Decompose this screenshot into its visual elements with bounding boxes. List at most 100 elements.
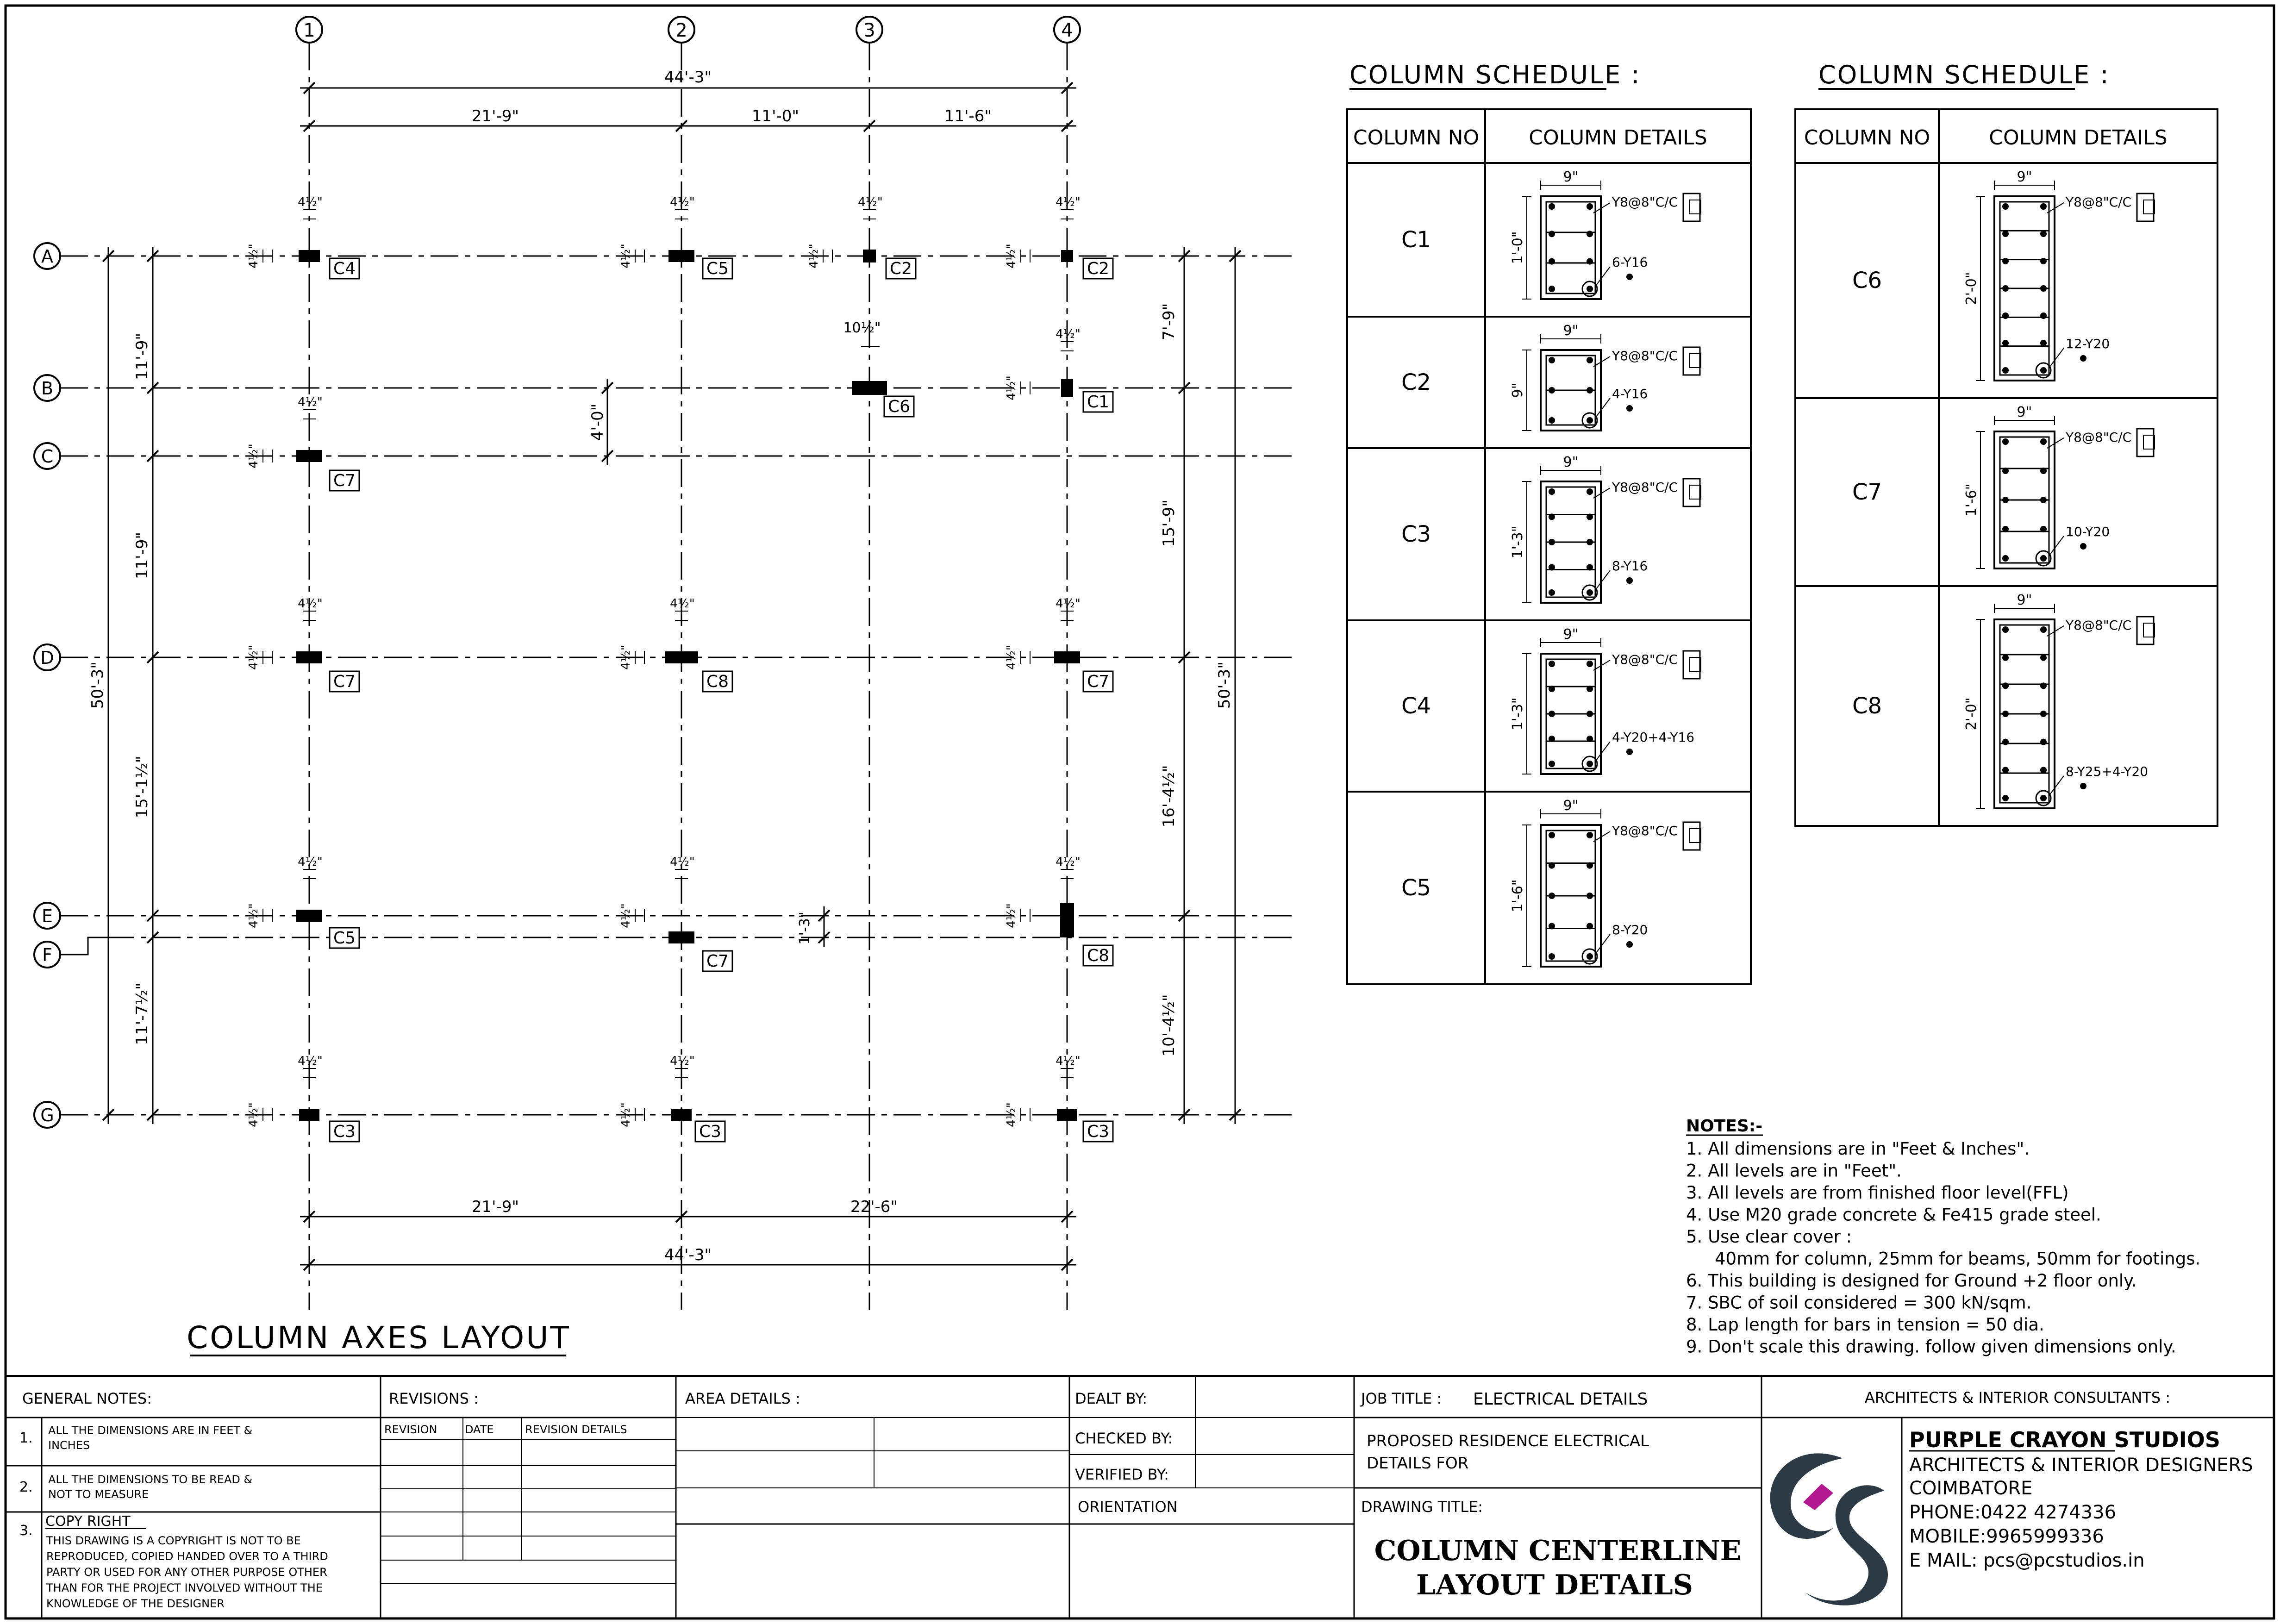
column-label-2: C5 <box>702 257 733 280</box>
column-label-13: C8 <box>1082 944 1114 967</box>
sched1-ties-c5: Y8@8"C/C <box>1612 823 1678 838</box>
tb-project-line1: PROPOSED RESIDENCE ELECTRICAL <box>1367 1432 1649 1450</box>
note-line-10: 9. Don't scale this drawing. follow give… <box>1686 1337 2176 1357</box>
column-label-text-8: C7 <box>333 672 356 691</box>
sched1-depth-c1: 1'-0" <box>1510 231 1526 264</box>
schedule-1-title: COLUMN SCHEDULE : <box>1349 60 1641 89</box>
tb-dealt-by: DEALT BY: <box>1075 1390 1147 1407</box>
sched1-width-c5: 9" <box>1563 798 1579 814</box>
sched1-col-no-c5: C5 <box>1401 875 1431 901</box>
sched2-row-c7: C79"1'-6"Y8@8"C/C10-Y20 <box>1852 404 2155 569</box>
column-label-text-13: C8 <box>1087 946 1109 965</box>
column-label-1: C4 <box>329 257 360 280</box>
column-label-text-7: C7 <box>333 471 356 490</box>
offset-dim-text-h-5: 4½" <box>1005 375 1018 400</box>
tb-project-line2: DETAILS FOR <box>1367 1454 1468 1473</box>
offset-dim-1: 4½"4½" <box>247 195 323 269</box>
column-mark-14 <box>299 1109 319 1121</box>
sched1-width-c4: 9" <box>1563 626 1579 643</box>
sched1-col-no-c3: C3 <box>1401 521 1431 547</box>
sched1-tie-shape-c4 <box>1682 650 1701 680</box>
offset-dim-13: 4½" 4½" <box>247 1054 323 1127</box>
svg-text:1: 1 <box>303 20 315 41</box>
firm-logo <box>1770 1453 1888 1605</box>
svg-text:F: F <box>42 945 52 965</box>
offset-dim-text-h-8: 4½" <box>619 645 633 670</box>
offset-dim-text-v-9: 4½" <box>1056 597 1081 611</box>
dim-right-eg: 10'-4½" <box>1160 994 1178 1056</box>
offset-dim-text-h-13: 4½" <box>247 1102 261 1127</box>
svg-text:G: G <box>40 1105 54 1125</box>
sched1-tie-shape-c2 <box>1682 346 1701 376</box>
tb-gn1-line2: INCHES <box>48 1439 90 1452</box>
dim-top-2-3: 11'-0" <box>752 107 799 125</box>
grid-bubble-row-f: F <box>33 937 106 968</box>
sched1-row-c2: C2 9"9"Y8@8"C/C4-Y16 <box>1401 323 1701 431</box>
grid-bubble-row-d: D <box>33 643 61 671</box>
column-label-text-4: C2 <box>1087 259 1109 278</box>
offset-dim-text-h-3: 4½" <box>807 244 821 269</box>
column-label-text-5: C6 <box>888 397 910 416</box>
sched1-bars-c2: 4-Y16 <box>1612 386 1648 401</box>
sched2-tie-shape-c8 <box>2136 616 2155 645</box>
column-label-text-1: C4 <box>333 259 356 278</box>
sched2-section-c6: 9"2'-0"Y8@8"C/C12-Y20 <box>1963 169 2155 381</box>
tb-verified-by: VERIFIED BY: <box>1075 1466 1169 1483</box>
column-label-text-15: C3 <box>699 1122 721 1141</box>
sched1-width-c3: 9" <box>1563 454 1579 470</box>
grid-bubble-col-2: 2 <box>668 16 695 44</box>
dim-left-cd: 11'-9" <box>133 532 151 579</box>
sched1-row-c5: C59"1'-6"Y8@8"C/C8-Y20 <box>1401 798 1701 968</box>
sched1-width-c2: 9" <box>1563 323 1579 339</box>
dim-inner-bc: 4'-0" <box>588 404 607 441</box>
note-line-5: 5. Use clear cover : <box>1686 1227 1852 1247</box>
svg-text:3: 3 <box>863 20 875 41</box>
offset-dim-text-v-10: 4½" <box>298 855 323 869</box>
dim-right-bd: 15'-9" <box>1160 500 1178 547</box>
offset-dim-text-h-2: 4½" <box>619 244 633 269</box>
offset-dim-12: 4½"4½" <box>1005 855 1081 928</box>
tb-gn3-line-3: PARTY OR USED FOR ANY OTHER PURPOSE OTHE… <box>46 1566 327 1579</box>
note-line-8: 7. SBC of soil considered = 300 kN/sqm. <box>1686 1293 2031 1313</box>
grid-bubble-row-a: A <box>33 242 61 270</box>
sched1-section-c3: 9"1'-3"Y8@8"C/C8-Y16 <box>1510 454 1701 604</box>
grid-bubble-row-b: B <box>33 374 61 402</box>
offset-dim-text-v-4: 4½" <box>1056 195 1081 209</box>
schedule-2-head-no: COLUMN NO <box>1804 126 1930 150</box>
offset-dim-text-v-15: 4½" <box>1056 1054 1081 1068</box>
dim-mid-ef: 1'-3" <box>797 912 813 944</box>
offset-dim-9: 4½"4½" <box>1005 597 1081 670</box>
offset-dim-7: 4½"4½" <box>247 597 323 670</box>
column-label-text-6: C1 <box>1087 393 1109 412</box>
notes-title: NOTES:- <box>1686 1117 1762 1136</box>
sched1-col-no-c4: C4 <box>1401 693 1431 719</box>
column-label-text-2: C5 <box>706 259 729 278</box>
tb-consultants-label: ARCHITECTS & INTERIOR CONSULTANTS : <box>1865 1389 2170 1406</box>
grid-bubble-col-1: 1 <box>295 16 323 44</box>
sched1-bars-c5: 8-Y20 <box>1612 922 1648 937</box>
sched1-section-c2: 9"9"Y8@8"C/C4-Y16 <box>1510 323 1701 431</box>
dim-right-de: 16'-4½" <box>1160 765 1178 827</box>
dim-bottom-2-4: 22'-6" <box>850 1198 898 1216</box>
sched1-row-c4: C49"1'-3"Y8@8"C/C4-Y20+4-Y16 <box>1401 626 1701 775</box>
note-line-7: 6. This building is designed for Ground … <box>1686 1271 2137 1291</box>
column-label-10: C7 <box>1082 670 1114 693</box>
column-label-15: C3 <box>694 1120 726 1143</box>
tb-rev-col-date: DATE <box>465 1423 493 1436</box>
offset-dim-text-v-13: 4½" <box>298 1054 323 1068</box>
tb-gn3-line-1: THIS DRAWING IS A COPYRIGHT IS NOT TO BE <box>46 1534 301 1547</box>
tb-gn3-line-2: REPRODUCED, COPIED HANDED OVER TO A THIR… <box>46 1550 328 1563</box>
tb-general-notes-label: GENERAL NOTES: <box>22 1390 152 1407</box>
column-mark-13 <box>1060 903 1074 937</box>
tb-gn3-head: COPY RIGHT <box>45 1513 131 1530</box>
column-schedule-1: COLUMN SCHEDULE : COLUMN NO COLUMN DETAI… <box>1346 60 1752 985</box>
sched1-tie-shape-c3 <box>1682 478 1701 507</box>
offset-dim-6: 4½"4½" <box>247 395 323 468</box>
sched2-bars-c8: 8-Y25+4-Y20 <box>2066 764 2148 779</box>
sched1-col-no-c2: C2 <box>1401 369 1431 395</box>
layout-title: COLUMN AXES LAYOUT <box>187 1320 571 1355</box>
offset-dim-text-h-15: 4½" <box>1005 1102 1018 1127</box>
column-label-text-11: C5 <box>333 929 356 948</box>
column-mark-10 <box>1054 651 1080 663</box>
